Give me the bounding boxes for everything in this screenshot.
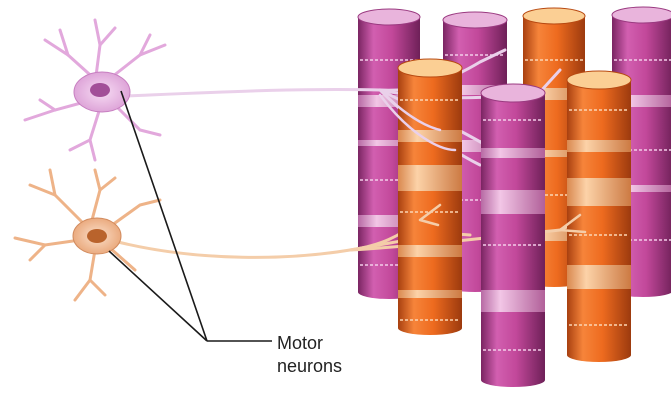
motor-neurons-label: Motor neurons [277,332,342,378]
muscle-fiber-orange-front-1 [398,59,462,335]
motor-neuron-peach [15,170,160,300]
label-leader-lines [109,91,272,341]
nucleus-peach [87,229,107,243]
muscle-fiber-purple-front [481,84,545,387]
label-line-1: Motor [277,332,342,355]
label-line-2: neurons [277,355,342,378]
nucleus-pink [90,83,110,97]
motor-neuron-pink [25,20,165,160]
